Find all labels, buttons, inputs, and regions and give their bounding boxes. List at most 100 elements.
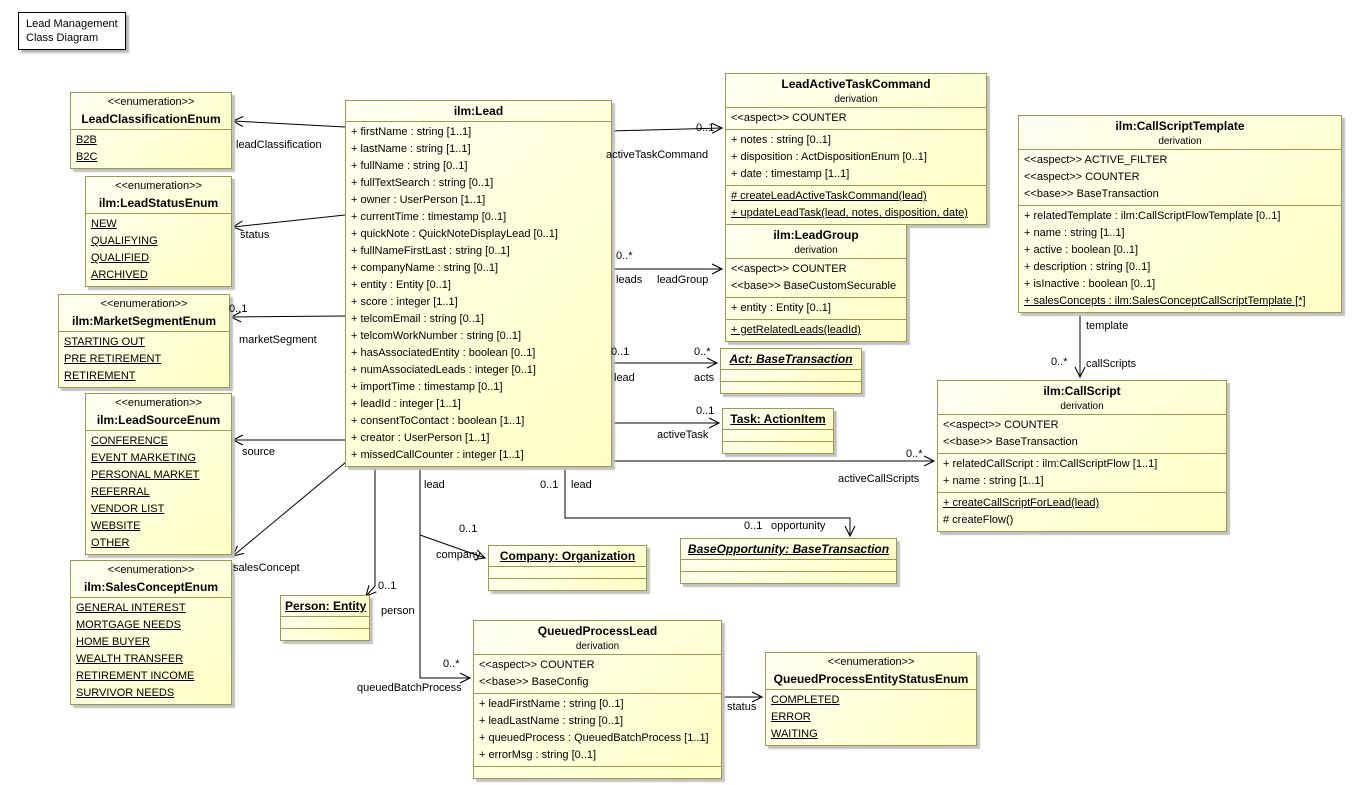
attribute: + fullName : string [0..1] xyxy=(351,160,468,172)
enum-literal-link[interactable]: PERSONAL MARKET xyxy=(91,469,200,481)
attribute: + disposition : ActDispositionEnum [0..1… xyxy=(731,151,927,163)
enum-lead-source[interactable]: <<enumeration>> ilm:LeadSourceEnum CONFE… xyxy=(85,393,232,555)
class-company[interactable]: Company: Organization xyxy=(488,545,647,591)
role-label-active-task-command: activeTaskCommand xyxy=(606,149,709,161)
empty-compartment xyxy=(489,566,646,578)
enumeration-stereotype: <<enumeration>> xyxy=(107,564,195,576)
multiplicity-label: 0..* xyxy=(694,346,711,358)
operation-link[interactable]: + getRelatedLeads(leadId) xyxy=(731,324,861,336)
class-task[interactable]: Task: ActionItem xyxy=(722,408,834,454)
enum-literal-link[interactable]: RETIREMENT xyxy=(64,370,136,382)
empty-compartment xyxy=(474,766,721,778)
multiplicity-label: 0..1 xyxy=(378,580,397,592)
class-base-opportunity[interactable]: BaseOpportunity: BaseTransaction xyxy=(680,538,897,584)
stereotype-line: <<base>> BaseConfig xyxy=(479,676,589,688)
class-name-link[interactable]: Company: Organization xyxy=(499,549,636,563)
role-label-template: template xyxy=(1086,320,1129,332)
role-label-person: person xyxy=(381,605,415,617)
enum-literal-link[interactable]: GENERAL INTEREST xyxy=(76,602,186,614)
operation-link[interactable]: + createCallScriptForLead(lead) xyxy=(943,497,1100,509)
enum-sales-concept[interactable]: <<enumeration>> ilm:SalesConceptEnum GEN… xyxy=(70,560,232,705)
attribute: + consentToContact : boolean [1..1] xyxy=(351,415,525,427)
enum-literal-link[interactable]: HOME BUYER xyxy=(76,636,150,648)
edge-lead-market-segment xyxy=(229,311,346,323)
enum-literal-link[interactable]: ERROR xyxy=(771,711,811,723)
enum-literal-link[interactable]: EVENT MARKETING xyxy=(91,452,196,464)
enum-literal-link[interactable]: WEALTH TRANSFER xyxy=(76,653,184,665)
enum-literal-link[interactable]: OTHER xyxy=(91,537,130,549)
enum-literal-link[interactable]: WAITING xyxy=(771,728,818,740)
stereotype-line: <<base>> BaseTransaction xyxy=(1024,188,1159,200)
enum-literal-link[interactable]: NEW xyxy=(91,218,117,230)
edge-lead-person xyxy=(365,465,377,597)
class-act[interactable]: Act: BaseTransaction xyxy=(720,348,862,394)
class-name-link[interactable]: BaseOpportunity: BaseTransaction xyxy=(687,542,890,556)
role-label-opportunity: opportunity xyxy=(771,520,826,532)
enum-literal-link[interactable]: WEBSITE xyxy=(91,520,141,532)
attribute: + leadId : integer [1..1] xyxy=(351,398,461,410)
class-call-script-template[interactable]: ilm:CallScriptTemplate derivation <<aspe… xyxy=(1018,115,1342,313)
class-name-link[interactable]: Person: Entity xyxy=(285,599,367,613)
class-queued-process-lead[interactable]: QueuedProcessLead derivation <<aspect>> … xyxy=(473,620,722,779)
attribute: + entity : Entity [0..1] xyxy=(731,302,831,314)
attribute: + name : string [1..1] xyxy=(1024,227,1125,239)
role-label-status: status xyxy=(240,229,270,241)
note-line-1: Lead Management xyxy=(26,18,118,30)
enum-market-segment[interactable]: <<enumeration>> ilm:MarketSegmentEnum ST… xyxy=(58,294,230,388)
role-label-active-task: activeTask xyxy=(657,429,709,441)
enum-literal-link[interactable]: B2C xyxy=(76,151,98,163)
attribute: + errorMsg : string [0..1] xyxy=(479,749,597,761)
attribute-link[interactable]: + salesConcepts : ilm:SalesConceptCallSc… xyxy=(1024,295,1306,307)
multiplicity-label: 0..1 xyxy=(459,523,478,535)
enum-literal-link[interactable]: REFERRAL xyxy=(91,486,150,498)
enum-literal-link[interactable]: SURVIVOR NEEDS xyxy=(76,687,175,699)
role-label-lead-classification: leadClassification xyxy=(236,139,322,151)
literals-compartment: COMPLETED ERROR WAITING xyxy=(766,689,976,745)
enum-name: ilm:MarketSegmentEnum xyxy=(71,314,217,328)
role-label-lead: lead xyxy=(571,479,592,491)
class-name: ilm:CallScript xyxy=(1043,384,1121,398)
enum-literal-link[interactable]: QUALIFIED xyxy=(91,252,150,264)
class-lead-group[interactable]: ilm:LeadGroup derivation <<aspect>> COUN… xyxy=(725,224,907,342)
operation-link[interactable]: + updateLeadTask(lead, notes, dispositio… xyxy=(731,207,968,219)
enum-literal-link[interactable]: CONFERENCE xyxy=(91,435,169,447)
class-call-script[interactable]: ilm:CallScript derivation <<aspect>> COU… xyxy=(937,380,1227,532)
class-subtitle: derivation xyxy=(1158,136,1202,147)
class-name: QueuedProcessLead xyxy=(537,624,658,638)
attribute: + companyName : string [0..1] xyxy=(351,262,499,274)
class-lead-active-task-command[interactable]: LeadActiveTaskCommand derivation <<aspec… xyxy=(725,73,987,225)
stereotype-line: <<base>> BaseTransaction xyxy=(943,436,1078,448)
enum-literal-link[interactable]: QUALIFYING xyxy=(91,235,158,247)
enum-literal-link[interactable]: RETIREMENT INCOME xyxy=(76,670,195,682)
enum-literal-link[interactable]: COMPLETED xyxy=(771,694,840,706)
enum-literal-link[interactable]: PRE RETIREMENT xyxy=(64,353,162,365)
edge-lead-sales-concept xyxy=(232,461,347,557)
class-lead[interactable]: ilm:Lead + firstName : string [1..1]+ la… xyxy=(345,100,612,467)
edge-lead-opportunity xyxy=(564,465,856,538)
operation-link[interactable]: # createLeadActiveTaskCommand(lead) xyxy=(731,190,927,202)
enum-literal-link[interactable]: B2B xyxy=(76,134,97,146)
enum-lead-classification[interactable]: <<enumeration>> LeadClassificationEnum B… xyxy=(70,92,232,169)
class-name-link[interactable]: Act: BaseTransaction xyxy=(729,352,853,366)
enum-literal-link[interactable]: STARTING OUT xyxy=(64,336,145,348)
class-person[interactable]: Person: Entity xyxy=(280,595,370,641)
enum-queued-process-entity-status[interactable]: <<enumeration>> QueuedProcessEntityStatu… xyxy=(765,652,977,746)
enumeration-stereotype: <<enumeration>> xyxy=(115,180,202,192)
attribute: + fullTextSearch : string [0..1] xyxy=(351,177,494,189)
enum-name: ilm:LeadSourceEnum xyxy=(96,413,221,427)
enum-literal-link[interactable]: ARCHIVED xyxy=(91,269,148,281)
stereotype-line: <<aspect>> COUNTER xyxy=(1024,171,1140,183)
empty-compartment xyxy=(721,381,861,393)
attribute: + name : string [1..1] xyxy=(943,475,1044,487)
class-name-link[interactable]: Task: ActionItem xyxy=(730,412,826,426)
attribute: + description : string [0..1] xyxy=(1024,261,1151,273)
enum-literal-link[interactable]: VENDOR LIST xyxy=(91,503,165,515)
stereotypes-compartment: <<aspect>> COUNTER<<base>> BaseTransacti… xyxy=(938,414,1226,453)
empty-compartment xyxy=(681,571,896,583)
attribute: + relatedTemplate : ilm:CallScriptFlowTe… xyxy=(1024,210,1281,222)
enum-literal-link[interactable]: MORTGAGE NEEDS xyxy=(76,619,181,631)
attribute: + score : integer [1..1] xyxy=(351,296,458,308)
